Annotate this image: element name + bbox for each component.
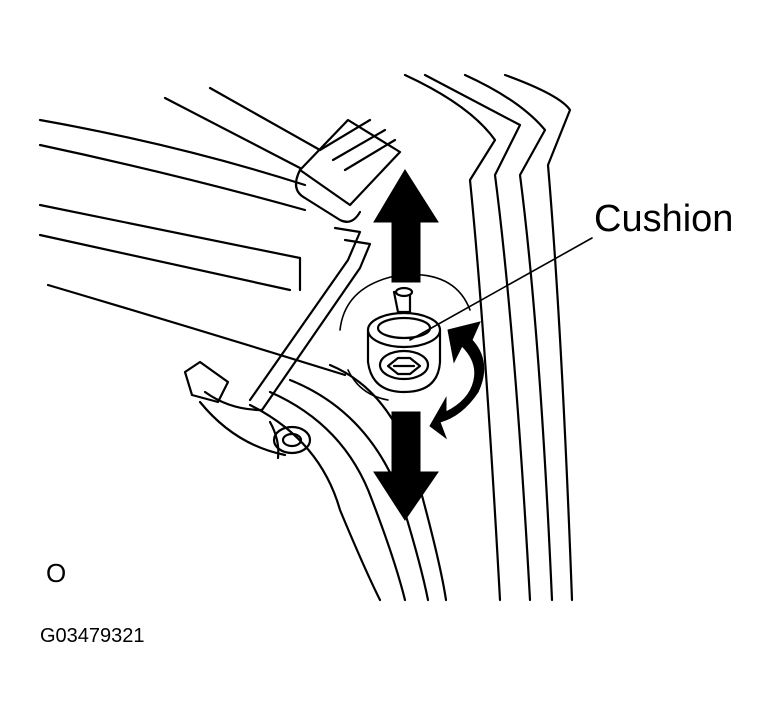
figure-id-label: G03479321 — [40, 625, 145, 647]
view-marker-label: O — [46, 558, 67, 588]
damper-stay-rod — [183, 118, 402, 460]
cushion-callout-label: Cushion — [594, 198, 734, 240]
glass-panel-lines — [38, 86, 347, 377]
rotation-arrow-icon — [429, 321, 485, 440]
grommet — [272, 425, 312, 455]
callout-leader-line — [409, 237, 593, 341]
double-vertical-arrow-icon — [373, 169, 439, 521]
cushion — [366, 286, 442, 394]
body-panel-edges — [403, 73, 574, 602]
